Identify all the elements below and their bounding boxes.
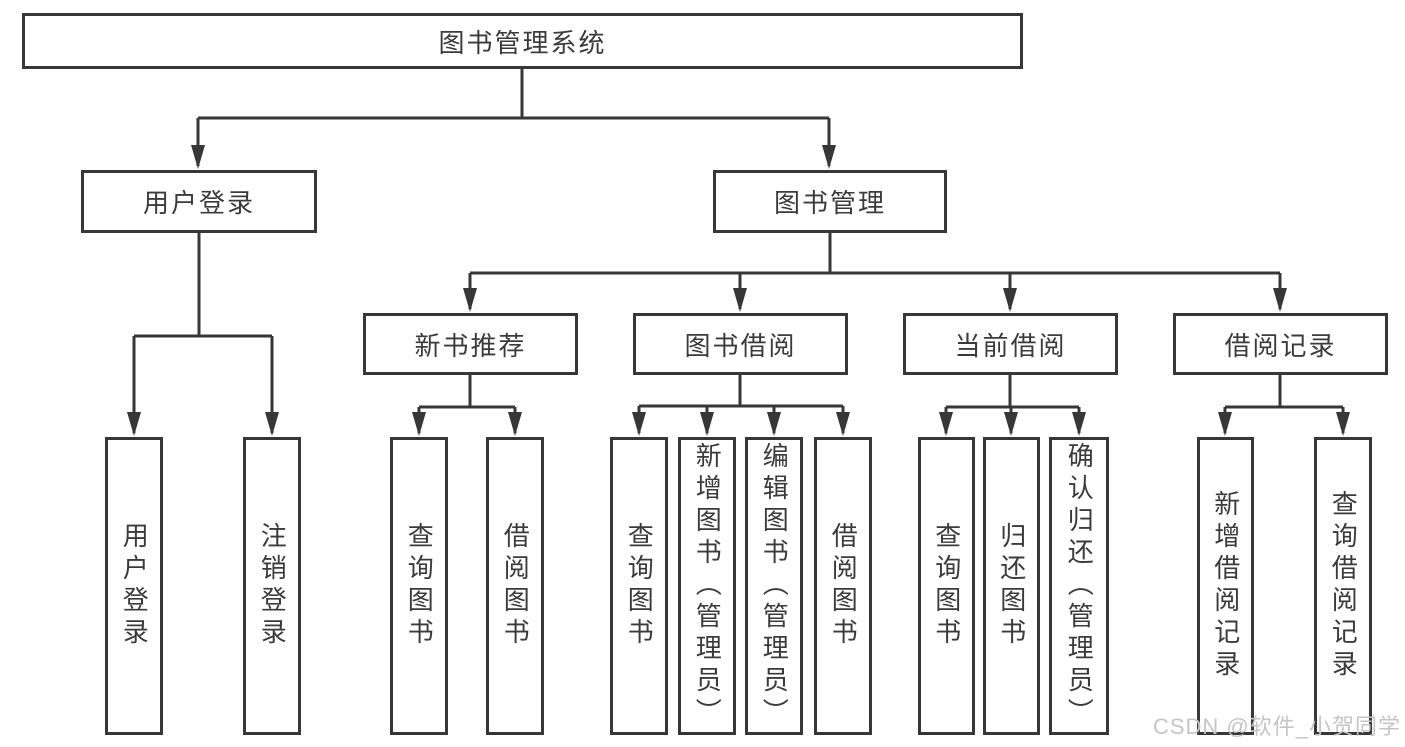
leaf-bb-edit-books-admin-label: 编辑图书（管理员） — [759, 442, 790, 730]
leaf-bb-borrow-books: 借阅图书 — [814, 437, 872, 735]
leaf-nb-borrow-books-label: 借阅图书 — [500, 522, 531, 650]
leaf-br-add-record-label: 新增借阅记录 — [1210, 490, 1241, 682]
node-root: 图书管理系统 — [22, 13, 1023, 69]
node-current-borrow-label: 当前借阅 — [954, 330, 1067, 361]
node-new-book-recommend: 新书推荐 — [363, 313, 578, 375]
leaf-br-query-record: 查询借阅记录 — [1314, 437, 1372, 735]
connector-segments — [134, 69, 1343, 409]
node-book-management-label: 图书管理 — [773, 188, 886, 218]
leaf-user-login: 用户登录 — [105, 437, 163, 735]
node-book-management: 图书管理 — [713, 170, 947, 233]
leaf-user-login-label: 用户登录 — [119, 522, 150, 650]
leaf-cb-confirm-return-admin: 确认归还（管理员） — [1049, 437, 1109, 735]
leaf-bb-edit-books-admin: 编辑图书（管理员） — [745, 437, 803, 735]
node-borrow-records-label: 借阅记录 — [1224, 330, 1337, 361]
node-user-login: 用户登录 — [81, 170, 317, 233]
node-new-book-recommend-label: 新书推荐 — [414, 330, 527, 361]
leaf-br-add-record: 新增借阅记录 — [1197, 437, 1254, 735]
leaf-logout-login-label: 注销登录 — [257, 522, 288, 650]
leaf-bb-query-books-label: 查询图书 — [624, 522, 655, 650]
node-root-label: 图书管理系统 — [438, 27, 607, 58]
node-user-login-label: 用户登录 — [142, 188, 255, 218]
node-book-borrow: 图书借阅 — [633, 313, 848, 375]
leaf-cb-query-books-label: 查询图书 — [931, 522, 962, 650]
leaf-nb-query-books-label: 查询图书 — [404, 522, 435, 650]
leaf-nb-query-books: 查询图书 — [390, 437, 448, 735]
leaf-cb-confirm-return-admin-label: 确认归还（管理员） — [1064, 442, 1095, 730]
watermark-text: CSDN @软件_小贺同学 — [1152, 714, 1401, 739]
node-book-borrow-label: 图书借阅 — [684, 330, 797, 361]
node-current-borrow: 当前借阅 — [903, 313, 1118, 375]
leaf-cb-return-books-label: 归还图书 — [996, 522, 1027, 650]
node-borrow-records: 借阅记录 — [1173, 313, 1388, 375]
leaf-cb-query-books: 查询图书 — [918, 437, 975, 735]
leaf-bb-query-books: 查询图书 — [610, 437, 668, 735]
leaf-bb-add-books-admin-label: 新增图书（管理员） — [692, 442, 723, 730]
leaf-bb-borrow-books-label: 借阅图书 — [828, 522, 859, 650]
leaf-logout-login: 注销登录 — [243, 437, 301, 735]
leaf-br-query-record-label: 查询借阅记录 — [1328, 490, 1359, 682]
leaf-nb-borrow-books: 借阅图书 — [486, 437, 544, 735]
leaf-bb-add-books-admin: 新增图书（管理员） — [678, 437, 736, 735]
leaf-cb-return-books: 归还图书 — [983, 437, 1040, 735]
